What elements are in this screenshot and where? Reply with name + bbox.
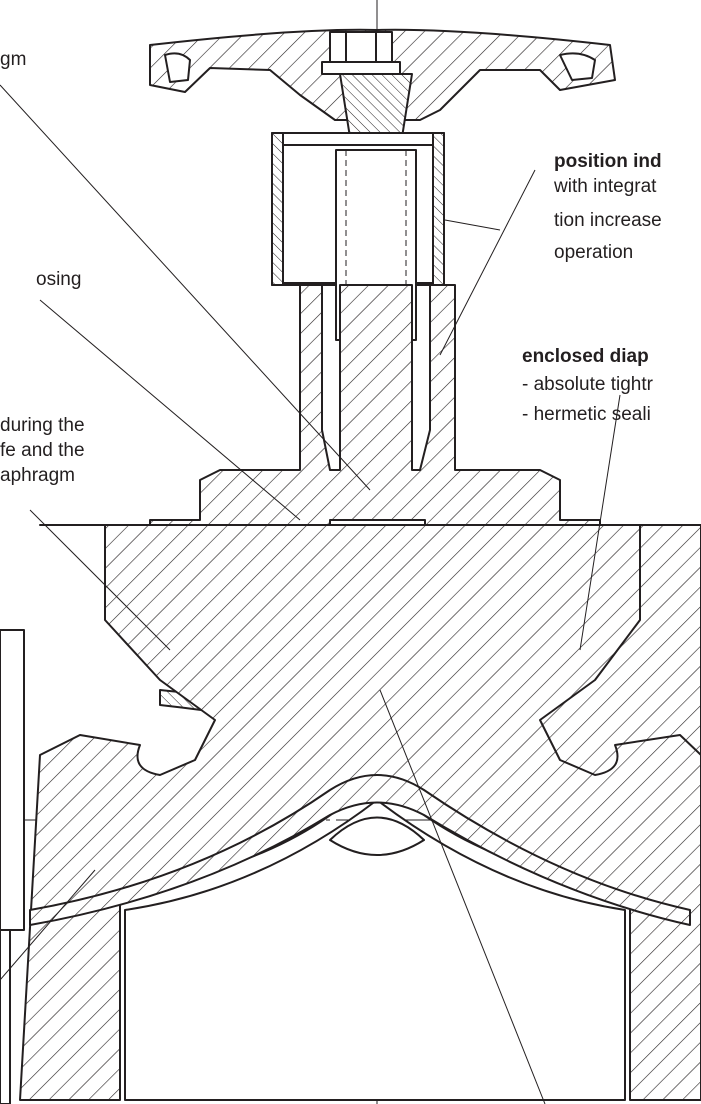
label-position-1: with integrat bbox=[554, 176, 657, 197]
leader-position-1 bbox=[439, 169, 536, 356]
label-position-3: operation bbox=[554, 242, 634, 263]
nut-washer bbox=[321, 61, 401, 75]
indicator-wall-right bbox=[432, 132, 445, 286]
weir bbox=[29, 774, 691, 926]
weir-hole bbox=[329, 816, 425, 856]
handwheel-right-slot bbox=[559, 52, 596, 81]
label-during-1: during the bbox=[0, 415, 85, 436]
label-position-title: position ind bbox=[554, 151, 662, 172]
flow-passage bbox=[124, 799, 626, 1101]
bottom-left-flange-ext bbox=[0, 929, 11, 1104]
label-enclosed-2: - hermetic seali bbox=[522, 404, 651, 425]
label-closing: osing bbox=[36, 269, 82, 290]
leader-position-2 bbox=[444, 219, 501, 231]
indicator-wall-left bbox=[271, 132, 284, 286]
leader-diaphragm bbox=[0, 84, 371, 491]
label-diaphragm: gm bbox=[0, 49, 27, 70]
label-during-2: fe and the bbox=[0, 440, 85, 461]
label-enclosed-1: - absolute tightr bbox=[522, 374, 653, 395]
handwheel-left-slot bbox=[164, 52, 191, 83]
label-during-3: aphragm bbox=[0, 465, 75, 486]
left-flange bbox=[0, 629, 25, 931]
label-enclosed-title: enclosed diap bbox=[522, 346, 649, 367]
hex-nut bbox=[329, 31, 393, 63]
leader-during bbox=[29, 509, 171, 651]
leader-bottom bbox=[379, 689, 546, 1104]
label-position-2: tion increase bbox=[554, 210, 662, 231]
leader-closing bbox=[39, 299, 301, 521]
leader-left-body bbox=[0, 869, 96, 981]
leader-enclosed bbox=[579, 394, 621, 651]
